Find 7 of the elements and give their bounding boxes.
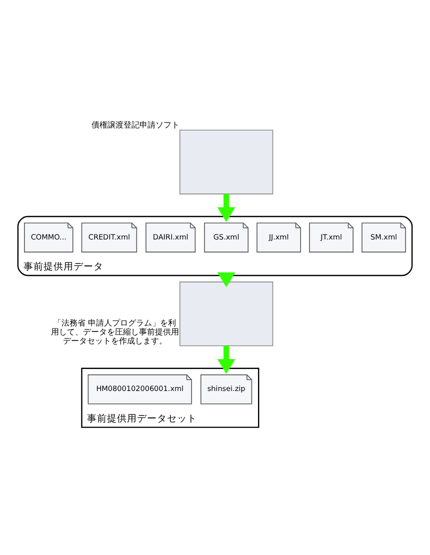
arrow [217, 346, 236, 374]
arrow [217, 272, 236, 288]
node-label: 債権譲渡登記申請ソフト [91, 120, 180, 130]
node-box [179, 130, 274, 194]
node-label: 「法務省 申請人プログラム」を利用して、データを圧縮し事前提供用データセットを作成します。 [50, 318, 179, 346]
node-box [179, 282, 274, 346]
arrow [217, 194, 236, 222]
